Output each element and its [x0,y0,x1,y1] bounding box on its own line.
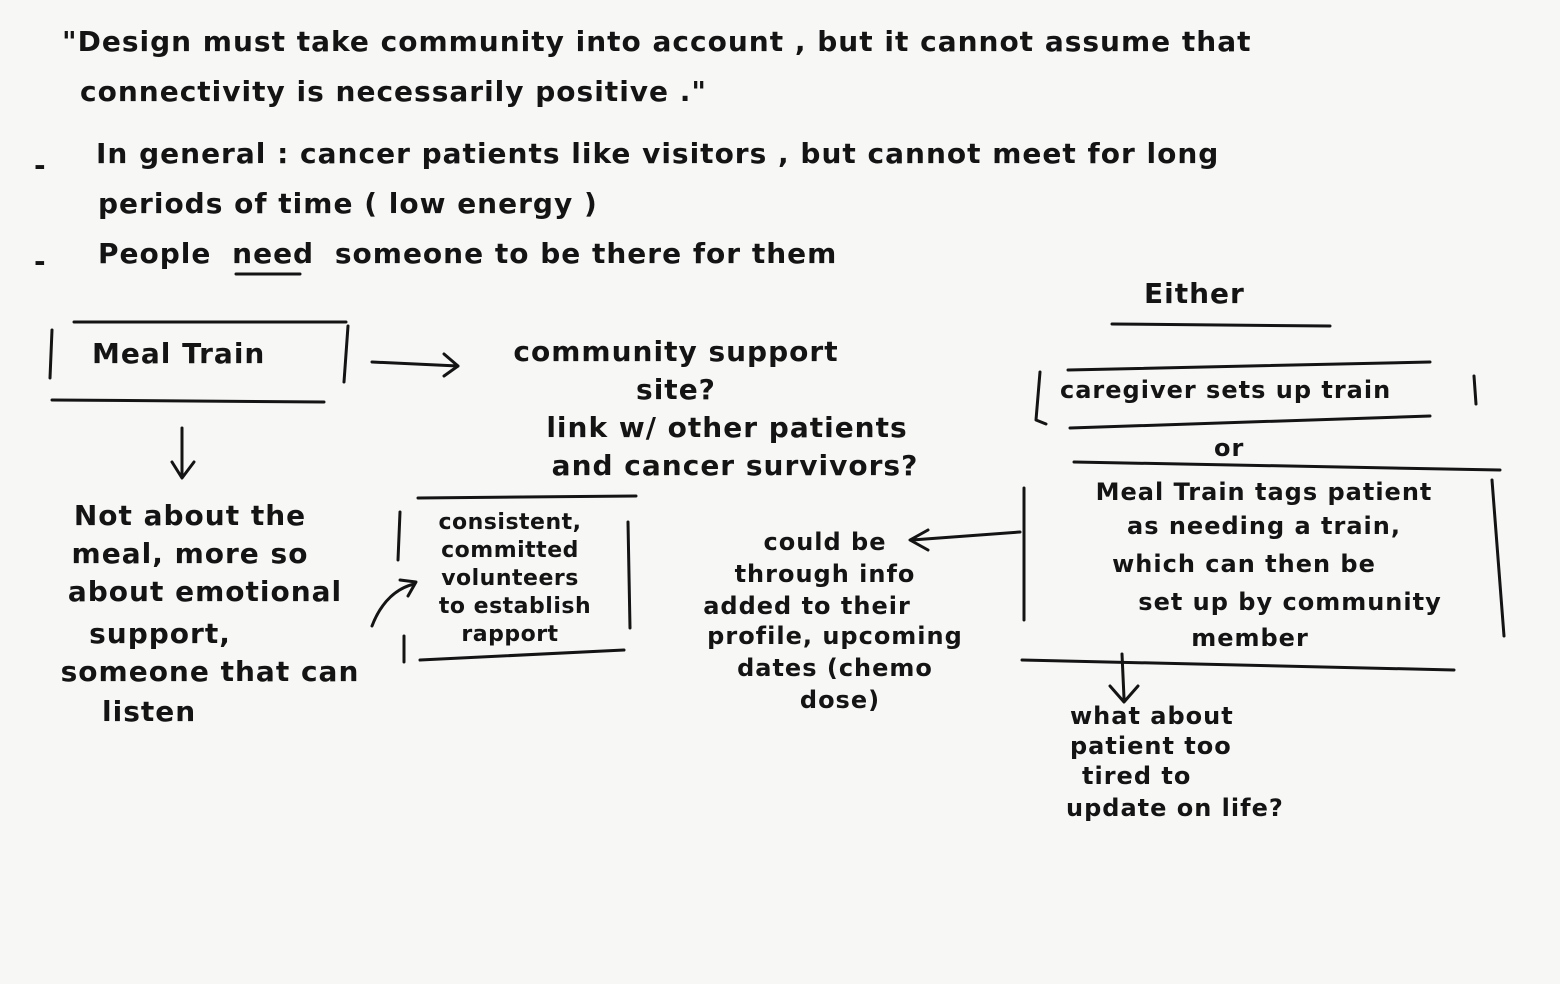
bullet-1-line-1: In general : cancer patients like visito… [96,137,1220,170]
tired-note-2: patient too [1070,732,1232,760]
volunteers-note-3: volunteers [441,566,579,591]
quote-line-2: connectivity is necessarily positive ." [80,75,707,108]
tired-note-1: what about [1070,702,1234,730]
arrow-down-icon-2 [1108,652,1140,704]
bullet-2-suffix: someone to be there for them [334,237,838,270]
tags-note-1: Meal Train tags patient [1095,478,1433,506]
profile-note-2: through info [734,560,916,588]
tags-note-4: set up by community [1138,588,1442,616]
profile-note-6: dose) [799,686,881,714]
profile-note-1: could be [763,528,887,556]
tired-note-3: tired to [1082,762,1192,790]
arrow-right-icon [370,352,460,378]
community-note-2: site? [636,373,716,406]
meal-train-label: Meal Train [92,337,266,370]
caregiver-option: caregiver sets up train [1060,376,1392,404]
community-note-1: community support [513,335,839,368]
emotional-note-2: meal, more so [71,537,309,570]
bullet-2-prefix: People [98,237,212,270]
bullet-dash-2: - [34,245,47,278]
tags-note-3: which can then be [1112,550,1376,578]
or-label: or [1214,434,1245,462]
arrow-down-icon [170,426,196,480]
bullet-2-line: People need someone to be there for them [98,240,837,268]
emotional-note-3: about emotional [67,575,343,608]
either-underline [1110,322,1332,328]
tags-note-5: member [1191,624,1309,652]
profile-note-4: profile, upcoming [707,622,963,650]
volunteers-note-2: committed [441,538,579,563]
profile-note-5: dates (chemo [737,654,933,682]
quote-line-1: "Design must take community into account… [62,25,1252,58]
emotional-note-6: listen [102,695,197,728]
emotional-note-4: support, [89,617,231,650]
community-note-3: link w/ other patients [546,411,908,444]
volunteers-note-4: to establish [438,594,592,619]
volunteers-note-1: consistent, [438,510,582,535]
profile-note-3: added to their [703,592,911,620]
bullet-dash-1: - [34,149,47,182]
tags-note-2: as needing a train, [1127,512,1401,540]
bullet-1-line-2: periods of time ( low energy ) [98,187,598,220]
either-heading: Either [1144,277,1245,310]
tired-note-4: update on life? [1066,794,1284,822]
community-note-4: and cancer survivors? [551,449,919,482]
bullet-2-emphasis: need [232,237,315,270]
volunteers-note-5: rapport [461,622,559,647]
emotional-note-1: Not about the [73,499,307,532]
emotional-note-5: someone that can [60,655,360,688]
